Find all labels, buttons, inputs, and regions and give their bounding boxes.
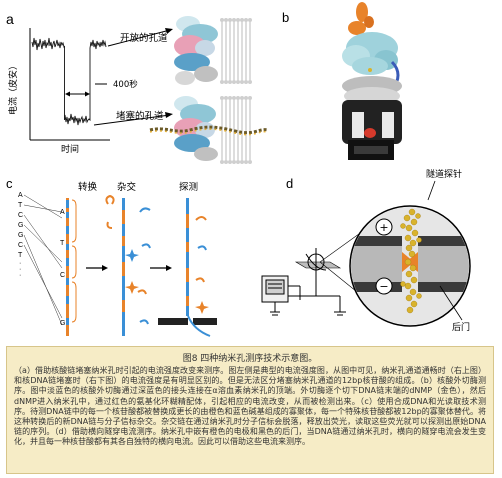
panel-b-label: b (282, 10, 289, 25)
duration-arrow-left-head (65, 91, 70, 97)
blocked-pore-structure (149, 96, 269, 164)
step-arrows (86, 265, 172, 271)
seq-letter: · (19, 272, 21, 279)
open-arrow-head (165, 28, 173, 34)
seq-letter: G (18, 232, 23, 239)
figure-area: a 电流（皮安） 400秒 时间 开放的孔道 堵塞的孔道 (6, 2, 471, 337)
zoom-circle: + − (349, 205, 471, 327)
exonuclease-pore-structure (342, 2, 402, 160)
seq-letter: T (18, 202, 23, 209)
step-detect: 探测 (179, 181, 198, 193)
duration-label: 400秒 (113, 79, 138, 90)
step-convert: 转换 (78, 181, 98, 193)
seq-letter: G (18, 222, 23, 229)
duration-arrow-right-head (85, 91, 90, 97)
step-hybridize: 杂交 (117, 181, 137, 193)
seq-letter: C (18, 242, 23, 249)
seq-letter: T (18, 252, 23, 259)
strand-letter: G (60, 320, 65, 327)
minus-sign: − (379, 280, 388, 293)
caption-paragraph: （a）借助核酸链堵塞纳米孔时引起的电流强度改变来测序。图左侧是典型的电流强度图，… (14, 366, 486, 447)
blocked-arrow-line (93, 114, 171, 126)
figure-svg: a 电流（皮安） 400秒 时间 开放的孔道 堵塞的孔道 (6, 2, 471, 337)
seq-letter: · (19, 260, 21, 267)
converted-strand (66, 198, 77, 336)
open-arrow-line (107, 29, 171, 47)
nanopore-chip (294, 225, 373, 305)
seq-letter: C (18, 212, 23, 219)
blocked-pore-label: 堵塞的孔道 (116, 110, 164, 122)
panel-a-label: a (6, 11, 14, 27)
plus-sign: + (379, 221, 388, 234)
hybridized-strand (105, 194, 151, 336)
seq-letter: A (18, 192, 23, 199)
figure-caption: 图8 四种纳米孔测序技术示意图。 （a）借助核酸链堵塞纳米孔时引起的电流强度改变… (6, 346, 494, 474)
strand-letter: C (60, 272, 65, 279)
gate-pointer (439, 285, 463, 321)
strand-letter: T (60, 240, 65, 247)
panel-d-label: d (286, 176, 293, 191)
current-trace (31, 37, 107, 126)
open-pore-structure (174, 16, 252, 85)
back-gate-label: 后门 (452, 321, 470, 333)
panel-a-x-label: 时间 (61, 143, 79, 155)
blocked-arrow-head (165, 112, 173, 118)
seq-letter: · (19, 266, 21, 273)
strand-letter: A (60, 209, 65, 216)
probe-pointer (427, 180, 436, 201)
conversion-lines (23, 194, 63, 326)
detection-strand (158, 198, 217, 337)
circuit (261, 275, 346, 316)
tunneling-probe-label: 隧道探针 (426, 168, 462, 180)
panel-a-y-label: 电流（皮安） (7, 61, 19, 115)
caption-title: 图8 四种纳米孔测序技术示意图。 (182, 354, 318, 364)
panel-c-label: c (6, 176, 13, 191)
open-pore-label: 开放的孔道 (120, 32, 168, 44)
